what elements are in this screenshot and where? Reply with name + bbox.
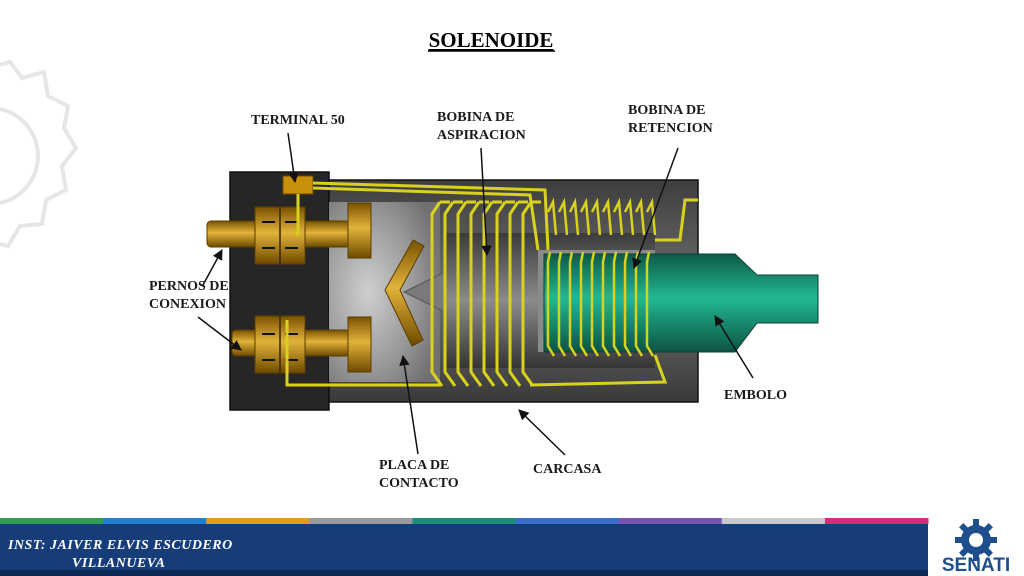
footer-stripe [618, 518, 723, 524]
hold-coil-turn-front [546, 251, 556, 357]
hold-in-coil-front [546, 251, 655, 357]
hold-coil-turn-front [612, 251, 622, 357]
coil-wires [285, 181, 698, 387]
footer-stripe [721, 518, 826, 524]
senati-logo: SENATI [942, 519, 1010, 576]
pull-coil-turn [508, 200, 528, 387]
hold-coil-turn-front [645, 251, 655, 357]
footer-stripe [0, 518, 104, 524]
leader-lines [197, 132, 754, 456]
label-pernos-conexion: PERNOS DE CONEXION [149, 279, 232, 312]
footer-stripe [206, 518, 310, 524]
label-placa-contacto: PLACA DE CONTACTO [379, 458, 459, 491]
footer-shadow [0, 570, 928, 576]
page-title: SOLENOIDE [429, 28, 554, 52]
hold-coil-turn-front [634, 251, 644, 357]
label-embolo: EMBOLO [724, 388, 787, 403]
hold-coil-turn-front [557, 251, 567, 357]
hold-coil-turn-top [557, 197, 569, 236]
hold-coil-turn-top [568, 197, 580, 236]
hold-coil-turn-front [623, 251, 633, 357]
hold-coil-turn-front [601, 251, 611, 357]
pull-coil-turn [482, 200, 502, 387]
footer-stripe [412, 518, 516, 524]
footer-stripe [103, 518, 207, 524]
connection-bolt-bottom [231, 315, 372, 374]
pull-coil-turn [456, 200, 476, 387]
hold-coil-turn-top [623, 197, 635, 236]
footer-stripe [309, 518, 413, 524]
hold-coil-turn-top [590, 197, 602, 236]
footer-bar [0, 524, 928, 576]
pull-coil-turn [521, 200, 541, 387]
hold-coil-turn-front [579, 251, 589, 357]
label-terminal-50: TERMINAL 50 [251, 113, 345, 128]
hold-coil-turn-front [590, 251, 600, 357]
gear-watermark-icon [0, 59, 79, 249]
contact-plate [384, 239, 425, 347]
pull-coil-turn [495, 200, 515, 387]
pull-coil-turn [443, 200, 463, 387]
footer-instructor-line1: INST: JAIVER ELVIS ESCUDERO [7, 538, 233, 553]
plunger-embolo [543, 253, 819, 353]
hold-coil-turn-top [645, 197, 657, 236]
hold-coil-turn-front [568, 251, 578, 357]
label-carcasa: CARCASA [533, 462, 602, 477]
hold-coil-turn-top [601, 197, 613, 236]
pull-in-coil [430, 200, 541, 387]
hold-in-coil [546, 197, 657, 236]
footer-stripe [824, 518, 929, 524]
hold-coil-turn-top [634, 197, 646, 236]
pull-coil-turn [430, 200, 450, 387]
label-bobina-aspiracion: BOBINA DE ASPIRACION [437, 110, 526, 143]
footer-color-stripes [0, 518, 929, 524]
senati-logo-text: SENATI [942, 555, 1010, 576]
hold-coil-turn-top [546, 197, 558, 236]
senati-gear-icon [955, 519, 997, 561]
hold-coil-turn-top [579, 197, 591, 236]
terminal-50 [282, 175, 314, 195]
hold-coil-turn-top [612, 197, 624, 236]
label-bobina-retencion: BOBINA DE RETENCION [628, 103, 713, 136]
footer-stripe [515, 518, 620, 524]
footer-instructor-line2: VILLANUEVA [72, 556, 165, 571]
